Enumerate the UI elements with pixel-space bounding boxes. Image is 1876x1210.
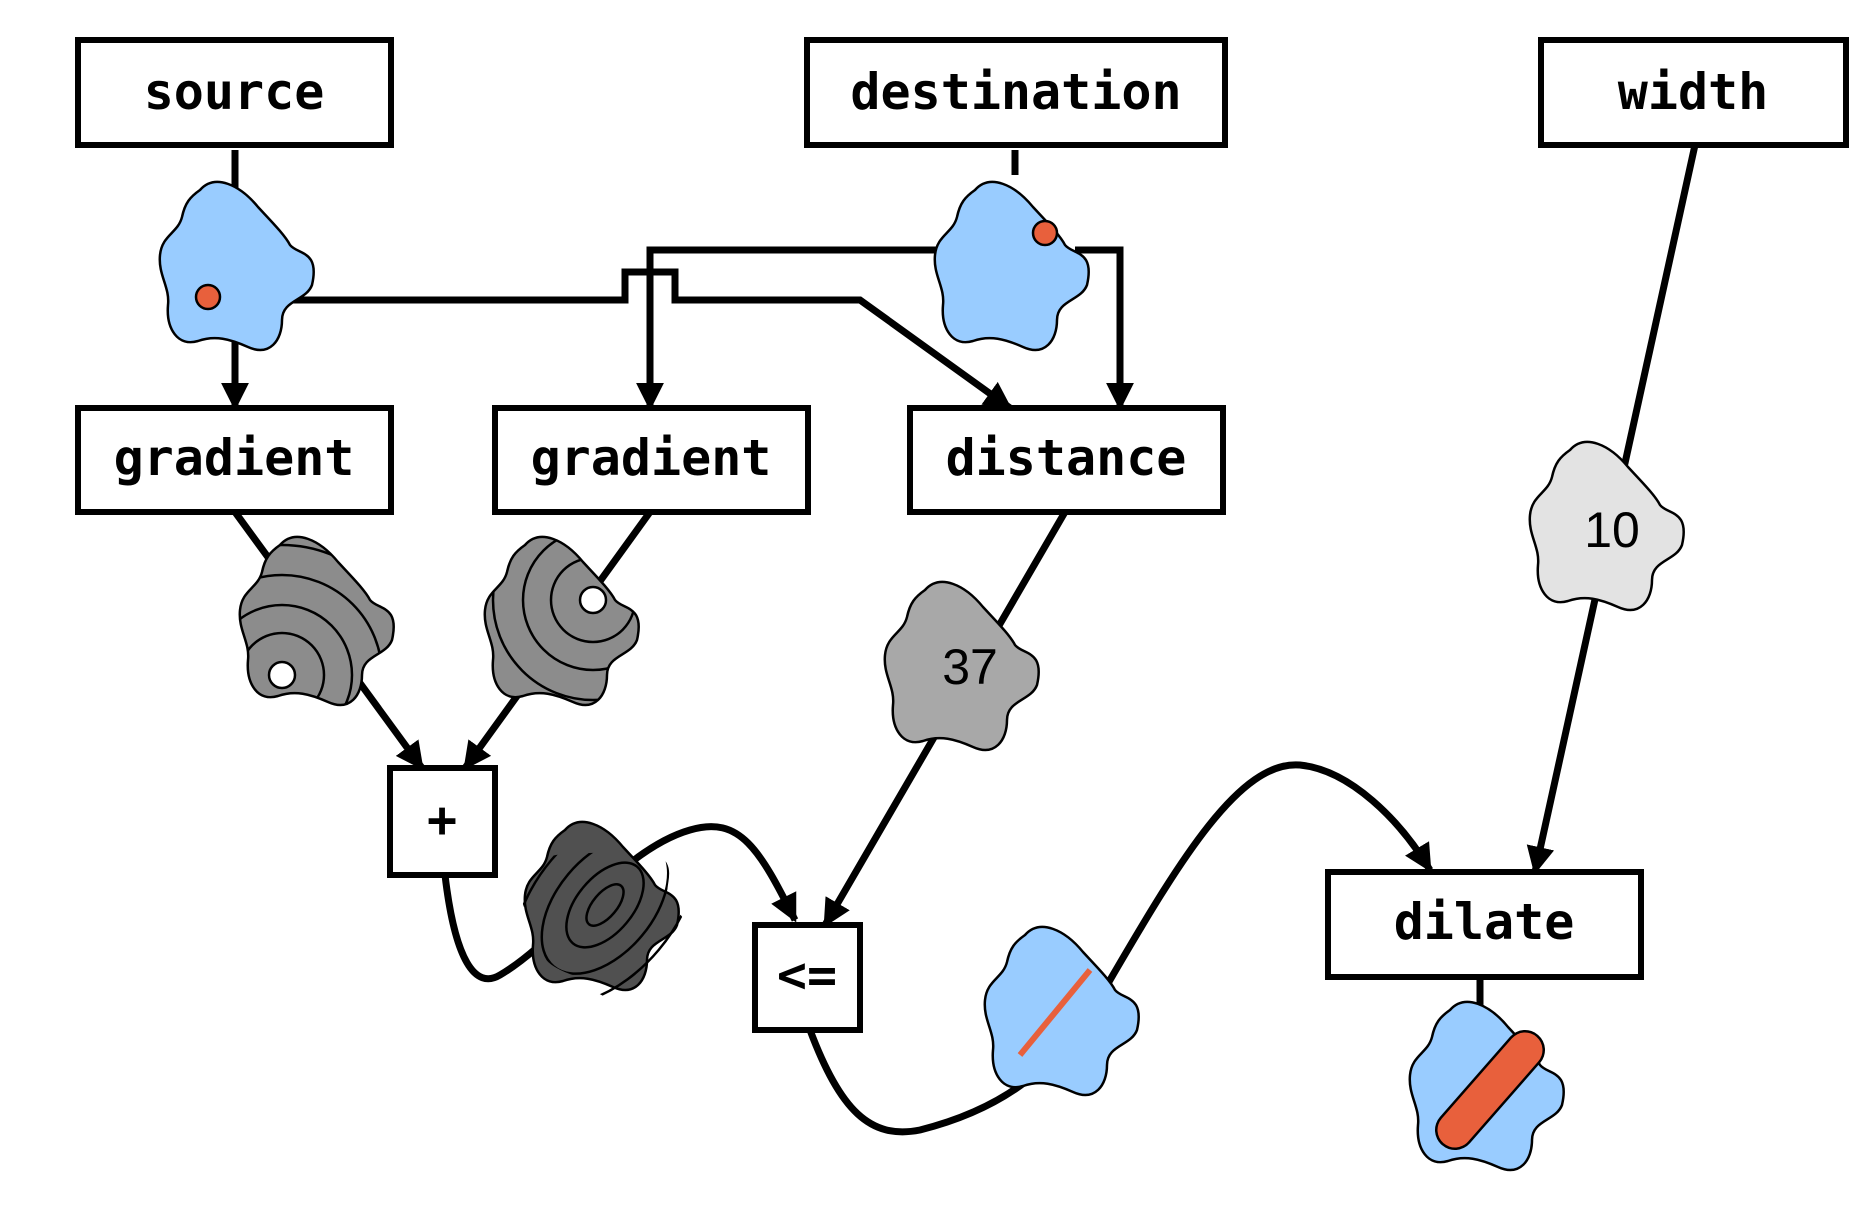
node-add[interactable]: + bbox=[387, 765, 498, 878]
distance-value-icon: 37 bbox=[883, 580, 1040, 752]
gradient-source-icon bbox=[238, 535, 395, 707]
mask-line-segment bbox=[1017, 968, 1093, 1057]
node-source[interactable]: source bbox=[75, 37, 394, 148]
destination-point-marker bbox=[1031, 219, 1059, 247]
dilated-mask-icon bbox=[1408, 1000, 1565, 1172]
dilated-mask-segment bbox=[1437, 1032, 1543, 1148]
gradient-source-center bbox=[267, 660, 297, 690]
source-image-icon bbox=[158, 180, 315, 352]
node-less-equal-label: <= bbox=[777, 946, 837, 1004]
node-width-label: width bbox=[1618, 63, 1769, 121]
edge-destination-to-gradient bbox=[636, 246, 940, 411]
node-add-label: + bbox=[427, 791, 457, 849]
node-width[interactable]: width bbox=[1538, 37, 1849, 148]
node-dilate[interactable]: dilate bbox=[1325, 869, 1644, 980]
node-gradient-destination-label: gradient bbox=[531, 429, 772, 487]
node-destination[interactable]: destination bbox=[804, 37, 1228, 148]
edge-le-to-dilate bbox=[806, 761, 1434, 1136]
edge-source-to-distance bbox=[270, 268, 1013, 411]
node-gradient-destination[interactable]: gradient bbox=[492, 405, 811, 515]
node-less-equal[interactable]: <= bbox=[752, 922, 863, 1033]
node-destination-label: destination bbox=[850, 63, 1181, 121]
gradient-destination-center bbox=[578, 585, 608, 615]
width-value-label: 10 bbox=[1584, 502, 1640, 558]
node-dilate-label: dilate bbox=[1394, 893, 1575, 951]
distance-value-label: 37 bbox=[942, 639, 998, 695]
node-source-label: source bbox=[144, 63, 325, 121]
node-gradient-source[interactable]: gradient bbox=[75, 405, 394, 515]
node-distance-label: distance bbox=[946, 429, 1187, 487]
source-point-marker bbox=[194, 283, 222, 311]
destination-image-icon bbox=[933, 180, 1090, 352]
width-value-icon: 10 bbox=[1528, 440, 1685, 612]
mask-line-icon bbox=[983, 925, 1140, 1097]
node-distance[interactable]: distance bbox=[907, 405, 1226, 515]
edge-destination-to-distance bbox=[1075, 246, 1134, 411]
node-gradient-source-label: gradient bbox=[114, 429, 355, 487]
